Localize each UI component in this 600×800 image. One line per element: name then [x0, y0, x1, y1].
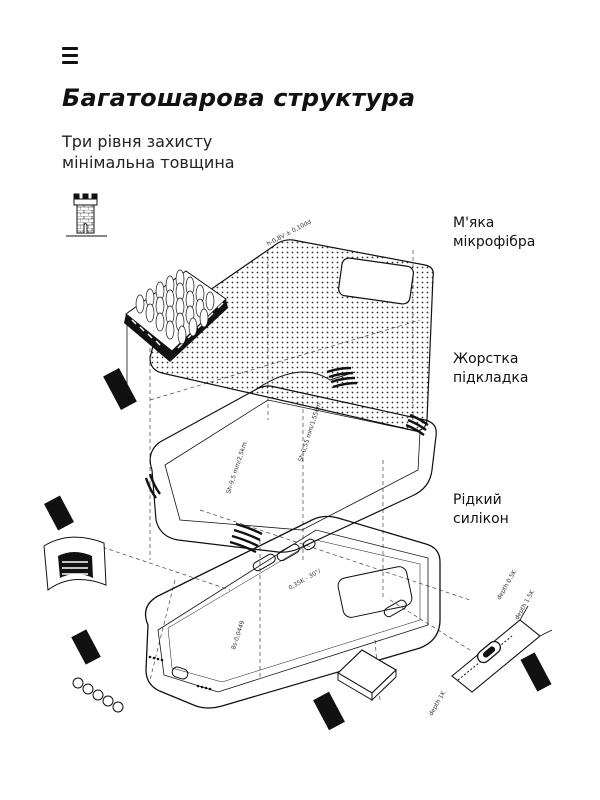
layer-label-microfiber: М'яка мікрофібра [453, 214, 535, 252]
tower-icon [66, 193, 107, 237]
svg-text:0,35K - 30°/: 0,35K - 30°/ [288, 567, 323, 592]
layer-label-liquid-silicone: Рідкий силікон [453, 491, 509, 529]
subtitle-line-1: Три рівня захисту [62, 132, 213, 151]
layer-label-line: підкладка [453, 370, 529, 386]
svg-text:depth 0.5K: depth 0.5K [496, 568, 519, 601]
menu-bar [62, 47, 78, 50]
menu-bar [62, 61, 78, 64]
subtitle-line-2: мінімальна товщина [62, 153, 235, 172]
layer-label-hard-base: Жорстка підкладка [453, 350, 528, 388]
layer-label-line: М'яка [453, 215, 495, 231]
layer-label-line: силікон [453, 511, 509, 527]
button-strip [71, 629, 124, 713]
svg-text:depth 1K: depth 1K [428, 689, 448, 717]
side-button-detail: depth 0.5K depth 1.5K depth 1K [428, 568, 553, 717]
svg-text:8s-0,0449: 8s-0,0449 [230, 620, 246, 651]
svg-text:depth 1.5K: depth 1.5K [514, 588, 537, 621]
layer-label-line: Жорстка [453, 351, 519, 367]
side-grip-component [43, 495, 107, 591]
menu-bar [62, 54, 78, 57]
camera-cutout-piece [313, 649, 397, 731]
page-subtitle: Три рівня захисту мінімальна товщина [62, 131, 235, 173]
page-title: Багатошарова структура [62, 84, 416, 112]
svg-text:Sh-0,55 mm/1,55km: Sh-0,55 mm/1,55km [297, 402, 323, 463]
hamburger-menu-icon[interactable] [62, 47, 78, 65]
liquid-silicone-layer: 8s-0,0449 0,35K - 30°/ [144, 515, 441, 709]
svg-text:Sh-9,5 mm/2,5km: Sh-9,5 mm/2,5km [225, 441, 248, 494]
layer-label-line: Рідкий [453, 492, 502, 508]
layer-label-line: мікрофібра [453, 234, 536, 250]
